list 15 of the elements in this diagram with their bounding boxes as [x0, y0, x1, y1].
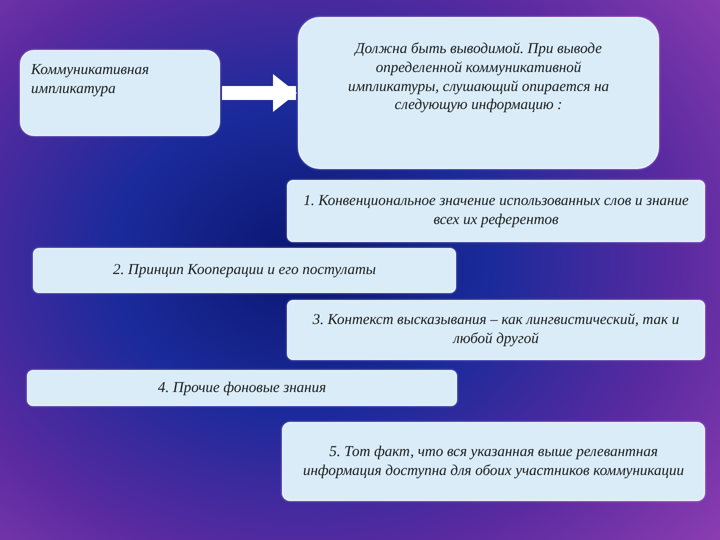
box-text: Должна быть выводимой. При выводе определенной коммуникативной импликатуры, слушающий опирается на следующую информацию :	[346, 40, 610, 115]
box-text: 1. Конвенциональное значение использованных слов и знание всех их референтов	[302, 192, 690, 230]
text-box	[287, 300, 705, 360]
text-box	[27, 370, 457, 406]
text-box	[298, 17, 659, 169]
box-text: 3. Контекст высказывания – как лингвистический, так и любой другой	[312, 311, 680, 349]
block-arrow	[222, 74, 297, 112]
box-text: 2. Принцип Кооперации и его постулаты	[113, 261, 376, 280]
text-box	[20, 50, 220, 136]
text-box	[287, 180, 705, 242]
box-text: 4. Прочие фоновые знания	[158, 378, 326, 398]
box-text: Коммуникативная импликатура	[31, 61, 150, 98]
box-text: 5. Тот факт, что вся указанная выше релевантная информация доступна для обоих участников коммуникации	[302, 442, 686, 480]
text-box	[33, 248, 456, 293]
text-box	[282, 422, 705, 501]
